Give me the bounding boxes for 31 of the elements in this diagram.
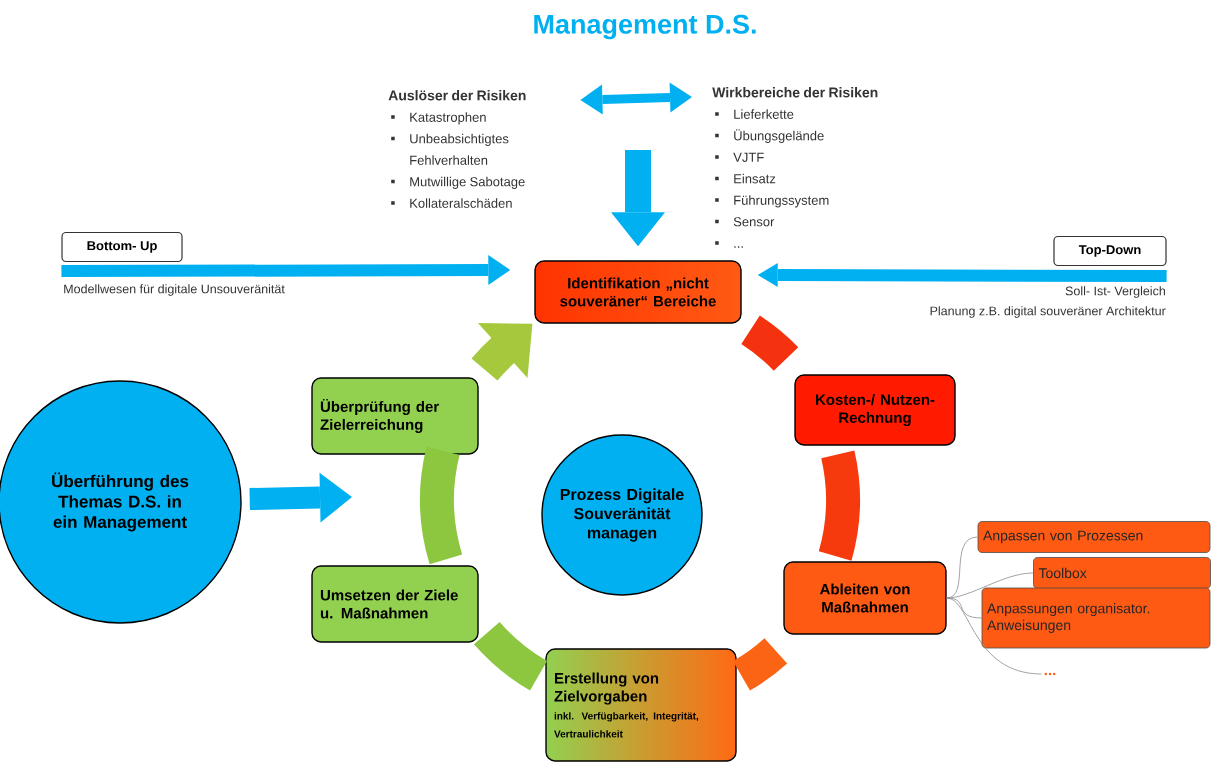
process-box: Umsetzen der Ziele u. Maßnahmen xyxy=(311,565,479,643)
process-box: Kosten-/ Nutzen-Rechnung xyxy=(794,374,956,446)
ellipsis-text: ... xyxy=(1044,672,1056,676)
measure-box: Anpassungen organisator. Anweisungen xyxy=(981,587,1211,649)
connector-line xyxy=(474,621,548,691)
bullet-list: Auslöser der Risiken Katastrophen Unbeabsichtigtes Fehlverhalten Mutwillige Sabotage Kollateralschäden xyxy=(388,90,526,208)
side-note: Modellwesen für digitale Unsouveränität xyxy=(64,284,285,296)
connector-line xyxy=(420,447,463,564)
side-note: Planung z.B. digital souveräner Architektur xyxy=(930,306,1166,318)
measure-box: Anpassen von Prozessen xyxy=(977,521,1211,553)
title: Management D.S. xyxy=(534,14,756,40)
arrow xyxy=(61,255,511,286)
process-box: Ableiten von Maßnahmen xyxy=(783,561,947,635)
label-box: Top-Down xyxy=(1053,235,1167,267)
process-box: Überprüfung der Zielerreichung xyxy=(311,377,479,455)
measure-box: Toolbox xyxy=(1033,557,1211,589)
arrow xyxy=(757,263,1167,288)
connector-line xyxy=(946,597,1042,675)
connector-line xyxy=(818,450,860,561)
arrow xyxy=(471,323,533,381)
process-box: Erstellung von Zielvorgaben inkl. Verfügbarkeit, Integrität, Vertraulichkeit xyxy=(545,648,737,762)
connector-line xyxy=(946,597,982,619)
process-box: Identifikation „nicht souveräner“ Bereiche xyxy=(534,260,742,324)
bullet-list: Wirkbereiche der Risiken Lieferkette Übungsgelände VJTF Einsatz Führungssystem Sensor ... xyxy=(712,87,878,248)
connector-line xyxy=(732,638,788,691)
arrow xyxy=(580,82,692,115)
side-note: Soll- Ist- Vergleich xyxy=(1065,286,1165,298)
connector-line xyxy=(741,315,799,371)
label-box: Bottom- Up xyxy=(61,231,183,263)
arrow xyxy=(249,472,352,523)
arrow xyxy=(611,150,665,247)
